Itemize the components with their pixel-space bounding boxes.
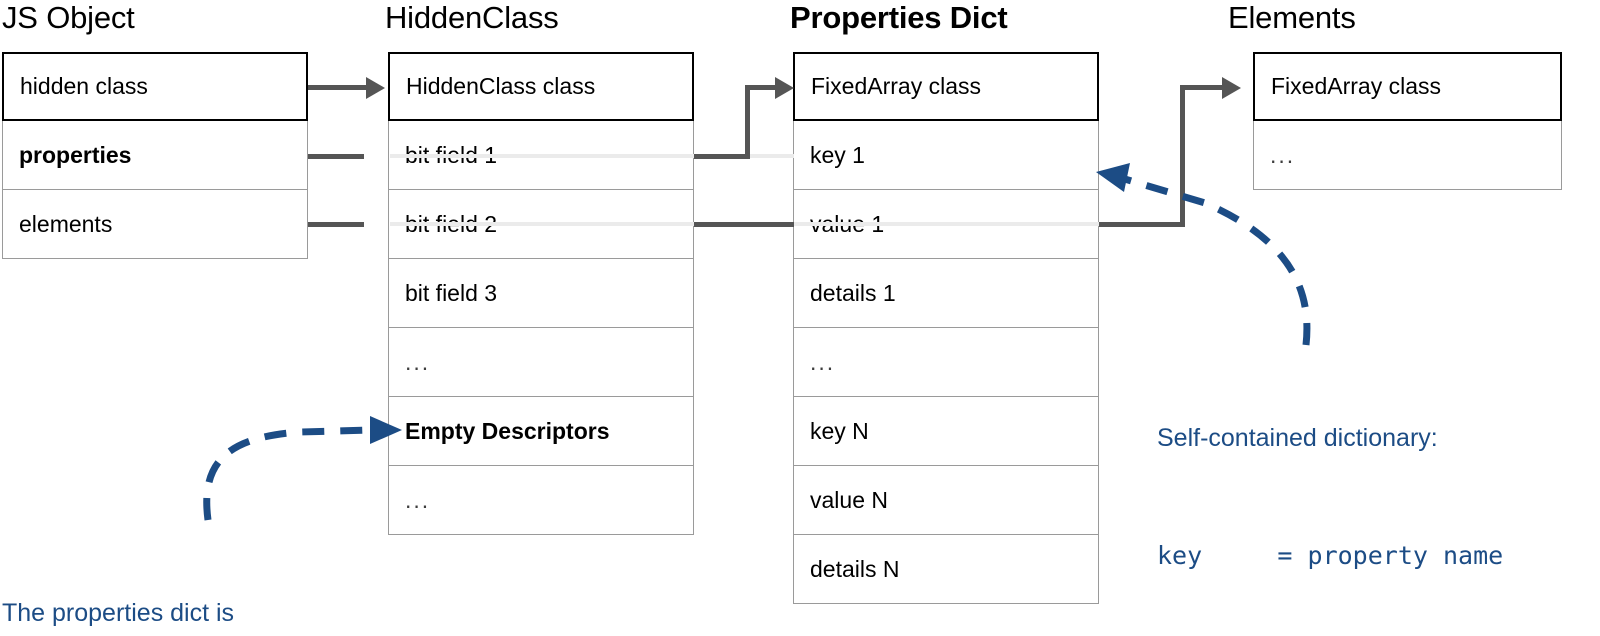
cell-label: FixedArray class (811, 73, 981, 99)
cell-label: key N (810, 417, 869, 444)
cell-label: HiddenClass class (406, 73, 596, 99)
properties-dict-row-value-n[interactable]: value N (793, 466, 1099, 535)
cell-label: ... (405, 486, 431, 513)
cell-label: elements (19, 210, 113, 237)
connector-hidden-class (308, 85, 370, 90)
properties-dict-row-details-1[interactable]: details 1 (793, 259, 1099, 328)
hidden-class-row-ellipsis-1[interactable]: ... (388, 328, 694, 397)
properties-dict-row-class[interactable]: FixedArray class (793, 52, 1099, 121)
note-line-1: The properties dict is (2, 599, 235, 627)
elements-row-ellipsis[interactable]: ... (1253, 121, 1562, 190)
note-self-contained-dictionary: Self-contained dictionary: key = propert… (1157, 341, 1518, 636)
connector-elements-seg4 (1180, 85, 1226, 90)
cell-label: ... (1270, 141, 1296, 168)
column-title-elements: Elements (1228, 0, 1356, 35)
cell-label: ... (405, 348, 431, 375)
js-object-row-elements[interactable]: elements (2, 190, 308, 259)
hidden-class-row-bit-field-3[interactable]: bit field 3 (388, 259, 694, 328)
hidden-class-row-ellipsis-2[interactable]: ... (388, 466, 694, 535)
properties-dict-row-key-1[interactable]: key 1 (793, 121, 1099, 190)
connector-elements-seg3 (1099, 222, 1185, 227)
cell-label: Empty Descriptors (405, 417, 610, 444)
connector-properties-seg3 (745, 85, 781, 90)
column-title-hidden-class: HiddenClass (385, 0, 559, 35)
connector-elements-seg2 (694, 222, 794, 227)
note-legend-key: key = property name (1157, 541, 1504, 570)
arrowhead-properties-icon (775, 77, 794, 99)
arrowhead-hidden-class-icon (366, 77, 385, 99)
note-heading: Self-contained dictionary: (1157, 424, 1438, 452)
column-title-properties-dict: Properties Dict (790, 0, 1008, 35)
js-object-row-hidden-class[interactable]: hidden class (2, 52, 308, 121)
struct-js-object: hidden class properties elements (2, 52, 308, 259)
elements-row-class[interactable]: FixedArray class (1253, 52, 1562, 121)
cell-label: hidden class (20, 73, 148, 99)
connector-elements-riser (1180, 85, 1185, 227)
passthrough-line-properties (390, 154, 794, 158)
cell-label: value N (810, 486, 888, 513)
cell-label: details 1 (810, 279, 896, 306)
arrowhead-elements-icon (1222, 77, 1241, 99)
cell-label: bit field 3 (405, 279, 498, 306)
hidden-class-row-class[interactable]: HiddenClass class (388, 52, 694, 121)
struct-elements: FixedArray class ... (1253, 52, 1562, 190)
properties-dict-row-details-n[interactable]: details N (793, 535, 1099, 604)
properties-dict-row-key-n[interactable]: key N (793, 397, 1099, 466)
passthrough-line-elements-b (795, 222, 1180, 226)
cell-label: properties (19, 141, 132, 168)
connector-properties-riser (745, 85, 750, 159)
struct-hidden-class: HiddenClass class bit field 1 bit field … (388, 52, 694, 535)
connector-elements-seg1 (308, 222, 364, 227)
connector-properties-seg1 (308, 154, 364, 159)
connector-properties-seg2 (694, 154, 750, 159)
column-title-js-object: JS Object (2, 0, 135, 35)
properties-dict-row-ellipsis[interactable]: ... (793, 328, 1099, 397)
js-object-row-properties[interactable]: properties (2, 121, 308, 190)
cell-label: key 1 (810, 141, 865, 168)
cell-label: details N (810, 555, 900, 582)
cell-label: ... (810, 348, 836, 375)
note-properties-dict-self-contained: The properties dict is self-contained an… (2, 516, 548, 636)
cell-label: FixedArray class (1271, 73, 1441, 99)
hidden-class-row-empty-descriptors[interactable]: Empty Descriptors (388, 397, 694, 466)
